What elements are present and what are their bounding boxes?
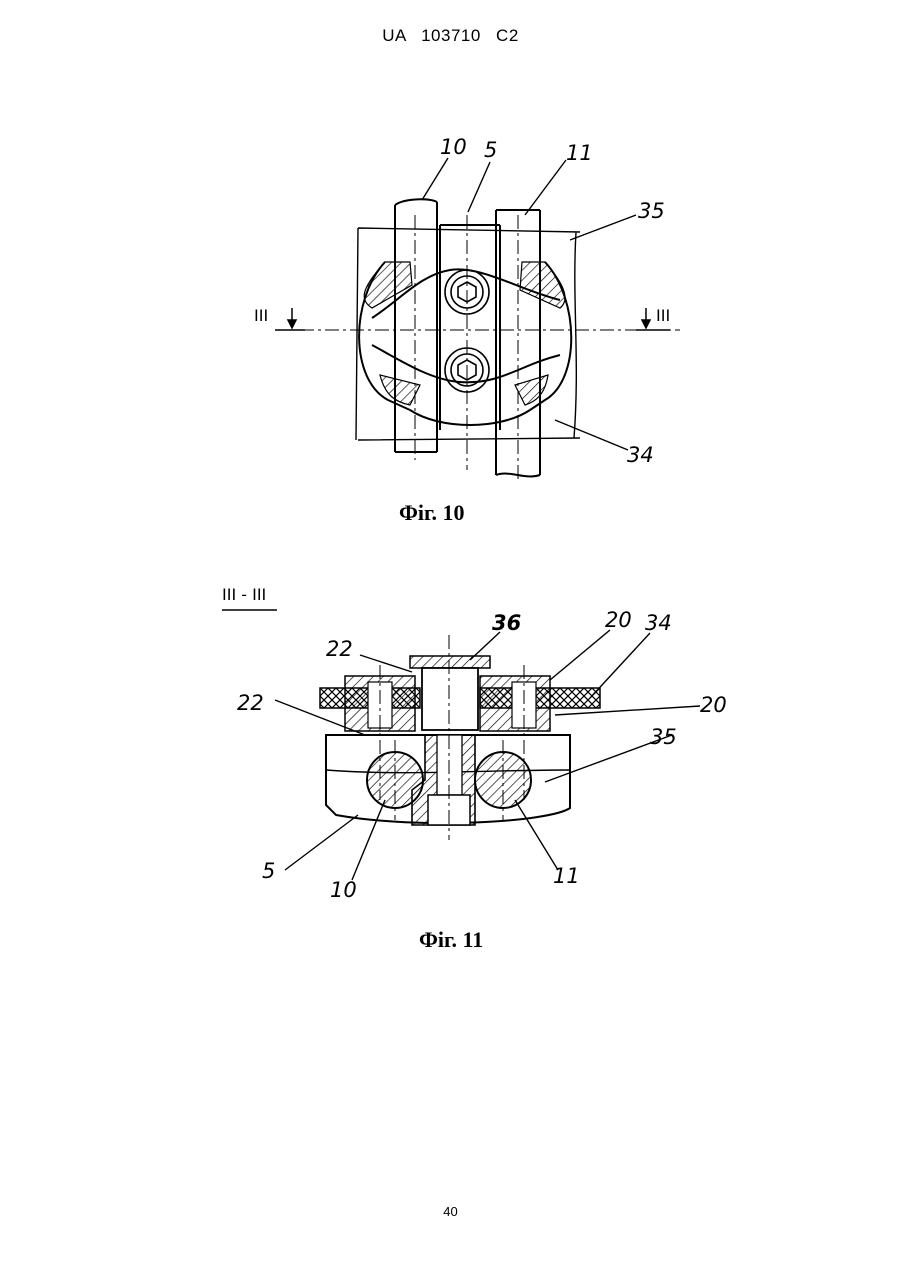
stud-body — [422, 668, 478, 730]
page-number: 40 — [0, 1204, 901, 1219]
figure-11-caption: Фіг. 11 — [419, 927, 483, 953]
label-22-left: 22 — [237, 691, 264, 715]
label-5: 5 — [262, 859, 275, 883]
stud-head — [410, 656, 490, 668]
label-10: 10 — [330, 878, 357, 902]
label-20-top: 20 — [605, 608, 632, 632]
label-35: 35 — [650, 725, 677, 749]
label-36: 36 — [492, 611, 521, 635]
label-22-top: 22 — [326, 637, 353, 661]
section-title: III - III — [222, 585, 266, 604]
label-20-right: 20 — [700, 693, 727, 717]
label-34: 34 — [645, 611, 672, 635]
label-11: 11 — [553, 864, 580, 888]
